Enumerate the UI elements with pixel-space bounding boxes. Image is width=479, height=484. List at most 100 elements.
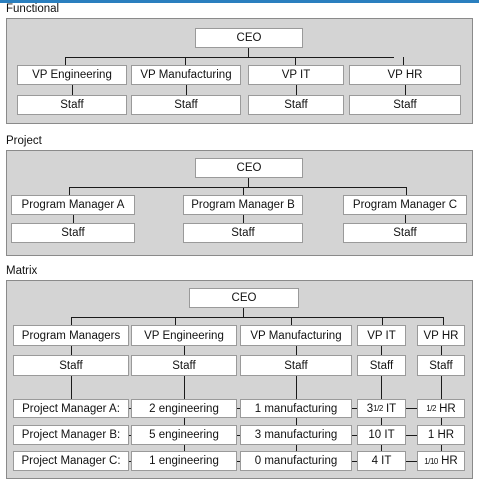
connector [405,85,406,95]
functional-ceo-box: CEO [195,28,303,48]
connector [184,418,185,425]
row-c-it-box: 4 IT [357,451,406,471]
it-whole: 4 [371,455,378,467]
staff-box: Staff [417,355,465,376]
connector [129,435,131,436]
project-manager-c-box: Project Manager C: [13,451,129,471]
staff-box: Staff [11,223,135,243]
staff-box: Staff [131,95,241,115]
connector [129,461,131,462]
connector [243,308,244,317]
staff-box: Staff [240,355,352,376]
connector [243,187,244,195]
connector [352,461,357,462]
vp-it-box: VP IT [248,65,344,85]
connector [406,461,417,462]
row-b-hr-box: 1 HR [417,425,465,445]
it-unit: IT [382,402,397,415]
staff-box: Staff [13,355,129,376]
connector [73,215,74,223]
connector [352,408,357,409]
project-panel: CEO Program Manager A Program Manager B … [6,150,473,256]
hr-whole: 1 [427,429,435,441]
connector [237,461,240,462]
connector [295,57,296,65]
connector [296,376,297,399]
matrix-ceo-box: CEO [189,288,299,308]
project-manager-a-box: Project Manager A: [13,399,129,418]
program-manager-c-box: Program Manager C [343,195,467,215]
staff-box: Staff [131,355,237,376]
row-a-hr-box: 1/2 HR [417,399,465,418]
connector [71,317,72,325]
row-c-manufacturing-box: 0 manufacturing [240,451,352,471]
connector [406,408,417,409]
row-b-it-box: 10 IT [357,425,406,445]
connector [69,187,70,195]
connector [381,445,382,451]
connector [441,445,442,451]
staff-box: Staff [343,223,467,243]
functional-title: Functional [6,3,60,15]
staff-box: Staff [17,95,127,115]
it-whole: 3 [366,402,374,415]
it-unit: IT [381,429,395,441]
connector [72,85,73,95]
connector [71,317,444,318]
connector [184,445,185,451]
connector [441,376,442,399]
connector [382,317,383,325]
vp-manufacturing-box: VP Manufacturing [240,325,352,346]
program-managers-box: Program Managers [13,325,129,346]
top-accent-bar [0,0,479,3]
connector [381,376,382,399]
it-whole: 10 [368,429,382,441]
connector [296,85,297,95]
connector [237,408,240,409]
connector [71,346,72,355]
staff-box: Staff [349,95,461,115]
connector [352,435,357,436]
connector [403,57,404,65]
connector [441,346,442,355]
matrix-panel: CEO Program Managers VP Engineering VP M… [6,280,473,479]
project-title: Project [6,135,42,147]
connector [381,418,382,425]
vp-hr-box: VP HR [349,65,461,85]
hr-unit: HR [435,402,456,415]
it-unit: IT [377,455,392,467]
connector [69,187,406,188]
row-b-engineering-box: 5 engineering [131,425,237,445]
staff-box: Staff [357,355,406,376]
connector [406,187,407,195]
staff-box: Staff [248,95,344,115]
connector [65,57,394,58]
hr-fraction: 1/10 [424,456,438,466]
connector [296,445,297,451]
connector [175,317,176,325]
connector [243,215,244,223]
connector [129,408,131,409]
functional-panel: CEO VP Engineering VP Manufacturing VP I… [6,18,473,124]
vp-manufacturing-box: VP Manufacturing [131,65,241,85]
connector [248,48,249,57]
connector [71,376,72,399]
connector [65,57,66,65]
connector [443,317,444,325]
connector [185,57,186,65]
connector [184,376,185,399]
connector [186,85,187,95]
it-fraction: 1/2 [373,404,383,413]
program-manager-b-box: Program Manager B [183,195,303,215]
connector [237,435,240,436]
row-a-manufacturing-box: 1 manufacturing [240,399,352,418]
row-c-engineering-box: 1 engineering [131,451,237,471]
staff-box: Staff [183,223,303,243]
hr-unit: HR [437,455,458,467]
connector [184,346,185,355]
project-manager-b-box: Project Manager B: [13,425,129,445]
connector [296,418,297,425]
connector [405,215,406,223]
project-ceo-box: CEO [195,158,303,178]
